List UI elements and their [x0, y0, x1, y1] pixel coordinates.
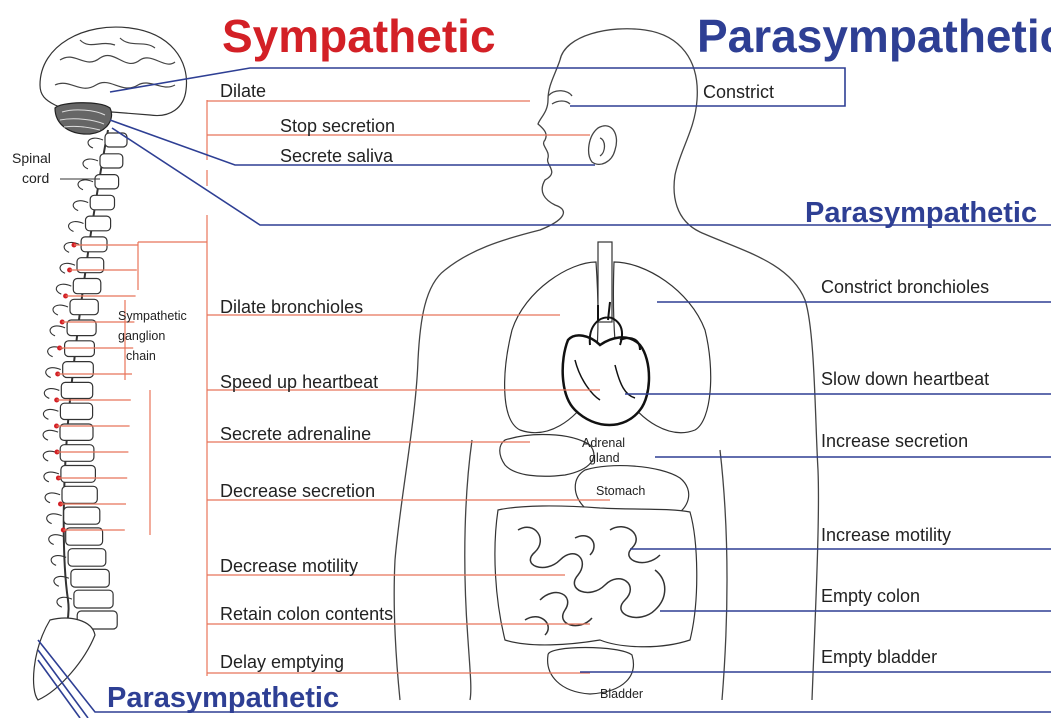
vertebra — [61, 466, 96, 483]
effect-delay-emptying: Delay emptying — [220, 652, 344, 672]
vertebra — [73, 279, 101, 294]
effect-dilate: Dilate — [220, 81, 266, 101]
vertebra — [61, 382, 92, 398]
spinal-column — [34, 130, 127, 700]
ganglion-chain-label-line2: ganglion — [118, 329, 165, 343]
effect-dilate-bronchioles: Dilate bronchioles — [220, 297, 363, 317]
vertebra — [86, 216, 111, 231]
vertebra — [60, 403, 92, 419]
effect-decrease-secretion: Decrease secretion — [220, 481, 375, 501]
effect-constrict-bronchioles: Constrict bronchioles — [821, 277, 989, 297]
vertebra — [64, 507, 100, 524]
effect-increase-motility: Increase motility — [821, 525, 951, 545]
effect-increase-secretion: Increase secretion — [821, 431, 968, 451]
brain — [40, 27, 187, 134]
sympathetic-effects: Dilate Stop secretion Dilate bronchioles… — [220, 81, 395, 672]
vertebra — [68, 549, 106, 567]
effect-constrict: Constrict — [703, 82, 774, 102]
sacrum — [34, 618, 95, 700]
vertebra — [71, 569, 109, 587]
stomach-label: Stomach — [596, 484, 645, 498]
effect-stop-secretion: Stop secretion — [280, 116, 395, 136]
effect-empty-colon: Empty colon — [821, 586, 920, 606]
heart — [563, 335, 649, 425]
parasympathetic-header-top: Parasympathetic — [697, 10, 1051, 62]
adrenal-gland-label-line2: gland — [589, 451, 620, 465]
organs — [495, 242, 711, 694]
vertebra — [60, 445, 94, 462]
effect-empty-bladder: Empty bladder — [821, 647, 937, 667]
sympathetic-header: Sympathetic — [222, 10, 496, 62]
cerebellum — [55, 103, 112, 134]
vertebra — [95, 175, 119, 189]
vertebra — [70, 299, 98, 314]
ganglion-chain-label-line3: chain — [126, 349, 156, 363]
vertebra — [74, 590, 113, 608]
vertebra — [65, 341, 95, 357]
vertebra — [63, 362, 94, 378]
spinal-cord-label-line1: Spinal — [12, 150, 51, 166]
ganglion-chain-label-line1: Sympathetic — [118, 309, 187, 323]
effect-secrete-adrenaline: Secrete adrenaline — [220, 424, 371, 444]
spinal-cord-label-line2: cord — [22, 170, 49, 186]
effect-slow-down-heartbeat: Slow down heartbeat — [821, 369, 989, 389]
liver — [500, 435, 594, 477]
effect-retain-colon-contents: Retain colon contents — [220, 604, 393, 624]
vertebra — [100, 154, 123, 168]
vertebra — [62, 486, 97, 503]
adrenal-gland-label-line1: Adrenal — [582, 436, 625, 450]
vertebra — [81, 237, 107, 252]
bladder-label: Bladder — [600, 687, 643, 701]
effect-speed-up-heartbeat: Speed up heartbeat — [220, 372, 378, 392]
vertebra — [90, 195, 114, 210]
effect-decrease-motility: Decrease motility — [220, 556, 358, 576]
effect-secrete-saliva: Secrete saliva — [280, 146, 394, 166]
parasympathetic-header-bottom: Parasympathetic — [107, 682, 339, 714]
